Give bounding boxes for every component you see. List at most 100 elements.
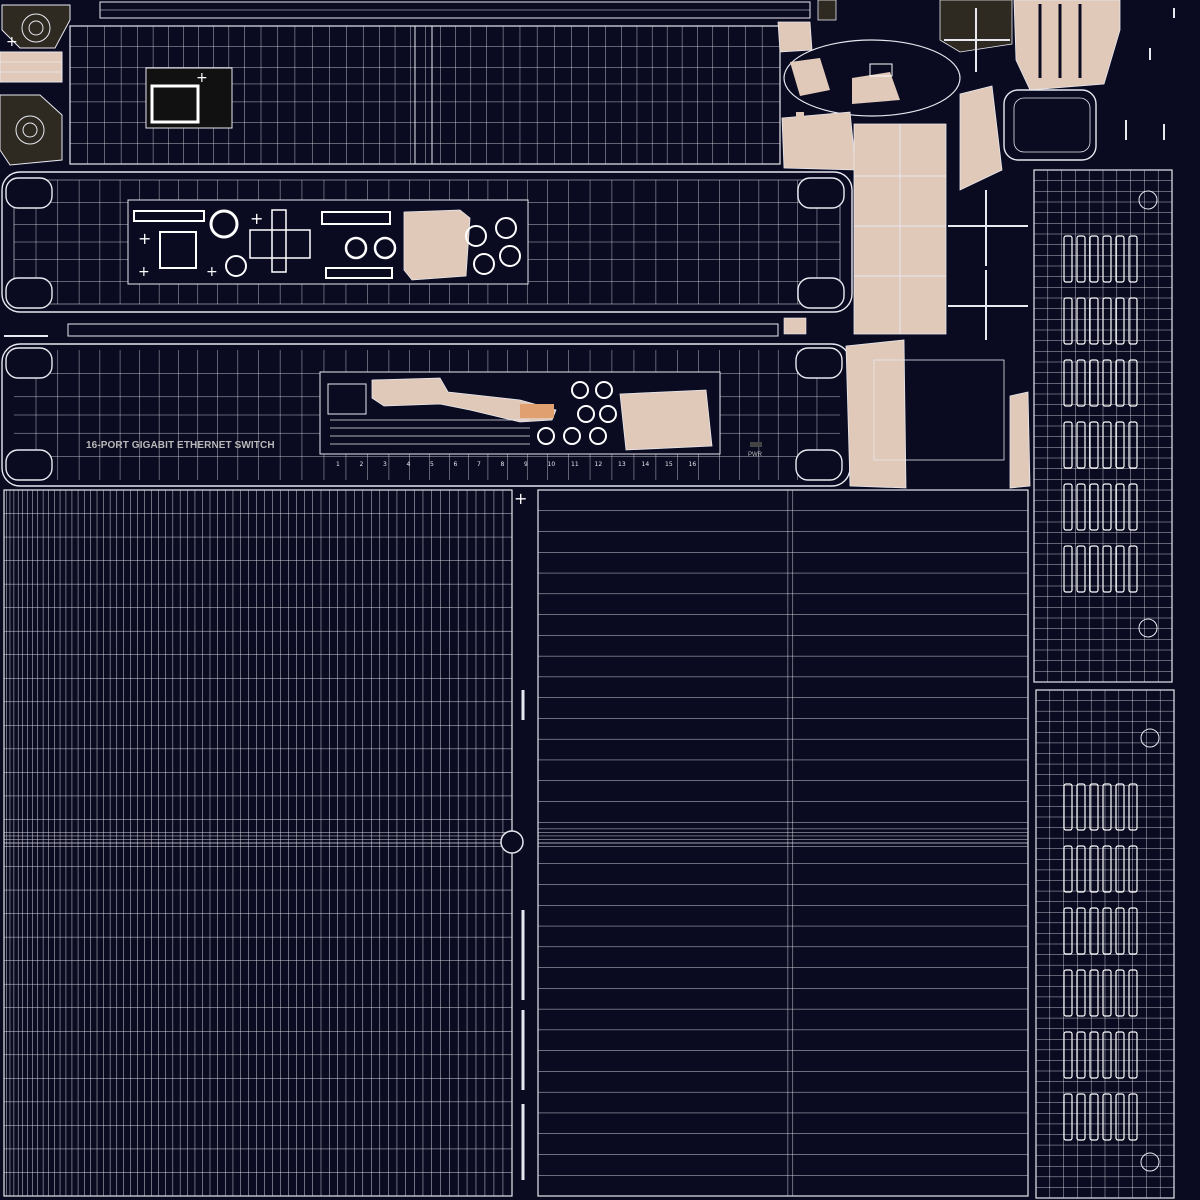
- vent-slot: [1076, 545, 1086, 593]
- vent-slot: [1102, 297, 1112, 345]
- svg-text:+: +: [6, 34, 18, 50]
- port-number-label: 5: [430, 461, 434, 468]
- vent-slot: [1089, 907, 1099, 955]
- vent-slot: [1063, 359, 1073, 407]
- vent-slot: [1063, 483, 1073, 531]
- vent-slot: [1128, 1093, 1138, 1141]
- misc-parts-cluster: [777, 0, 1175, 489]
- rail-strip: +: [0, 34, 63, 83]
- bottom-left-panel: +: [3, 489, 527, 1197]
- vent-slot: [1115, 483, 1125, 531]
- port-number-label: 14: [642, 461, 650, 468]
- vent-slot: [1102, 545, 1112, 593]
- vent-slot: [1076, 297, 1086, 345]
- vent-slot: [1128, 359, 1138, 407]
- vent-slot: [1128, 783, 1138, 831]
- vent-slot: [1102, 359, 1112, 407]
- vent-slot: [1102, 845, 1112, 893]
- corner-bracket-piece: [0, 4, 71, 166]
- vent-slot: [1128, 969, 1138, 1017]
- vent-slot: [1115, 1031, 1125, 1079]
- vent-slot: [1063, 297, 1073, 345]
- vent-slot: [1063, 1031, 1073, 1079]
- vent-slot: [1115, 969, 1125, 1017]
- vent-slot: [1128, 1031, 1138, 1079]
- vent-slot: [1102, 235, 1112, 283]
- svg-text:+: +: [138, 229, 151, 248]
- rear-panel-piece: + + + +: [1, 171, 853, 313]
- vent-slot: [1089, 545, 1099, 593]
- svg-text:+: +: [196, 70, 208, 86]
- port-number-label: 12: [595, 461, 603, 468]
- vent-slot: [1089, 421, 1099, 469]
- port-number-label: 2: [360, 461, 364, 468]
- vent-slot: [1089, 1031, 1099, 1079]
- vent-slot: [1089, 359, 1099, 407]
- vent-slot: [1089, 783, 1099, 831]
- port-number-label: 9: [524, 461, 528, 468]
- vent-slot: [1076, 483, 1086, 531]
- switch-model-label: 16-PORT GIGABIT ETHERNET SWITCH: [86, 440, 275, 451]
- port-number-label: 10: [548, 461, 556, 468]
- vent-slot: [1063, 545, 1073, 593]
- vent-slot: [1102, 907, 1112, 955]
- vent-slot: [1128, 483, 1138, 531]
- vent-slot: [1102, 1093, 1112, 1141]
- vent-slot: [1063, 783, 1073, 831]
- port-number-label: 15: [665, 461, 673, 468]
- vent-slot: [1076, 845, 1086, 893]
- vent-slot: [1089, 235, 1099, 283]
- vent-slot: [1076, 969, 1086, 1017]
- vent-slot: [1115, 359, 1125, 407]
- vent-slot: [1089, 1093, 1099, 1141]
- port-number-label: 11: [571, 461, 579, 468]
- vent-slot: [1128, 297, 1138, 345]
- side-vent-upper: [1033, 169, 1173, 683]
- vent-slot: [1115, 783, 1125, 831]
- vent-slot: [1076, 907, 1086, 955]
- port-number-label: 7: [477, 461, 481, 468]
- vent-slot: [1115, 907, 1125, 955]
- vent-slot: [1128, 845, 1138, 893]
- vent-slot: [1102, 969, 1112, 1017]
- vent-slot: [1063, 907, 1073, 955]
- port-number-label: 6: [454, 461, 458, 468]
- vent-slot: [1128, 421, 1138, 469]
- port-number-label: 8: [501, 461, 505, 468]
- vent-slot: [1115, 1093, 1125, 1141]
- vent-slot: [1063, 969, 1073, 1017]
- svg-text:+: +: [514, 489, 527, 508]
- vent-slot: [1076, 359, 1086, 407]
- vent-slot: [1102, 783, 1112, 831]
- vent-slot: [1128, 235, 1138, 283]
- pwr-label: PWR: [748, 452, 762, 458]
- vent-slot: [1115, 297, 1125, 345]
- vent-slot: [1076, 1031, 1086, 1079]
- vent-slot: [1089, 483, 1099, 531]
- vent-slot: [1102, 1031, 1112, 1079]
- vent-slot: [1063, 235, 1073, 283]
- vent-slot: [1089, 969, 1099, 1017]
- side-vent-lower: [1035, 689, 1175, 1199]
- vent-slot: [1128, 907, 1138, 955]
- vent-slot: [1089, 845, 1099, 893]
- svg-text:+: +: [138, 264, 150, 280]
- vent-slot: [1076, 783, 1086, 831]
- port-number-label: 13: [618, 461, 626, 468]
- top-cover-piece: +: [69, 1, 811, 165]
- svg-text:+: +: [206, 264, 218, 280]
- port-number-label: 3: [383, 461, 387, 468]
- vent-slot: [1115, 235, 1125, 283]
- vent-slot: [1115, 545, 1125, 593]
- vent-slot: [1128, 545, 1138, 593]
- vent-slot: [1089, 297, 1099, 345]
- vent-slot: [1115, 845, 1125, 893]
- vent-slot: [1063, 421, 1073, 469]
- vent-slot: [1115, 421, 1125, 469]
- port-number-label: 16: [689, 461, 697, 468]
- vent-slot: [1102, 421, 1112, 469]
- vent-slot: [1102, 483, 1112, 531]
